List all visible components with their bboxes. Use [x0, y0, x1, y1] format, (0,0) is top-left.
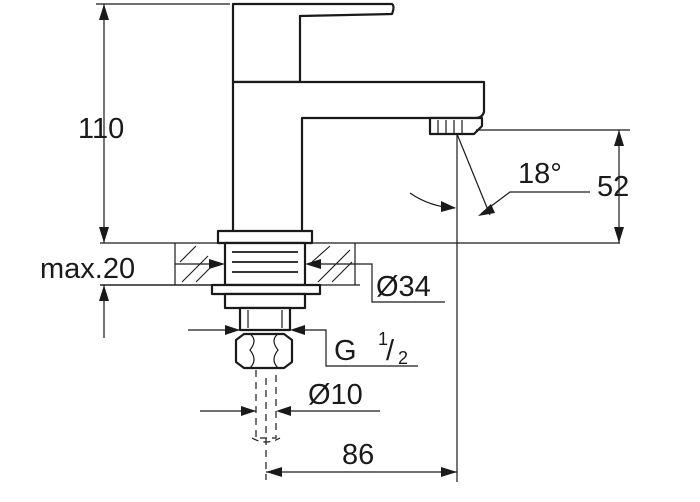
base-flange — [216, 229, 314, 245]
pipe-diameter-label: Ø10 — [308, 379, 363, 411]
dimension-spout-height: 52 — [597, 130, 629, 243]
lever-handle — [231, 2, 395, 84]
supply-pipe — [251, 370, 281, 480]
height-label: 110 — [78, 113, 124, 145]
thread-numerator: 1 — [378, 329, 388, 349]
projection-label: 86 — [342, 439, 374, 471]
mounting-assembly — [210, 241, 322, 332]
dimension-projection: 86 — [266, 439, 457, 477]
dimension-height: 110 — [78, 3, 230, 243]
washer-plate — [210, 283, 322, 296]
spout-height-label: 52 — [597, 171, 629, 203]
hex-connector — [234, 332, 294, 370]
hole-diameter-label: Ø34 — [376, 271, 431, 303]
dimension-spout-angle: 18° — [409, 158, 590, 216]
mounting-nut — [223, 292, 307, 310]
thread-label: G — [334, 335, 357, 367]
thread-prefix: G — [334, 335, 357, 367]
spout-reference-lines — [456, 129, 630, 482]
dimension-thread: G 1 / 2 — [188, 325, 418, 368]
dimension-hole-diameter: Ø34 — [360, 263, 445, 303]
spout-angle-label: 18° — [518, 158, 562, 190]
thread-denominator: 2 — [398, 348, 408, 368]
max-thickness-label: max.20 — [40, 253, 135, 285]
dimension-max-thickness: max.20 — [40, 253, 360, 338]
threaded-shank — [238, 306, 292, 332]
countertop-hatch-right — [311, 245, 353, 283]
thread-slash: / — [386, 335, 395, 367]
dimension-pipe-diameter: Ø10 — [200, 379, 380, 416]
